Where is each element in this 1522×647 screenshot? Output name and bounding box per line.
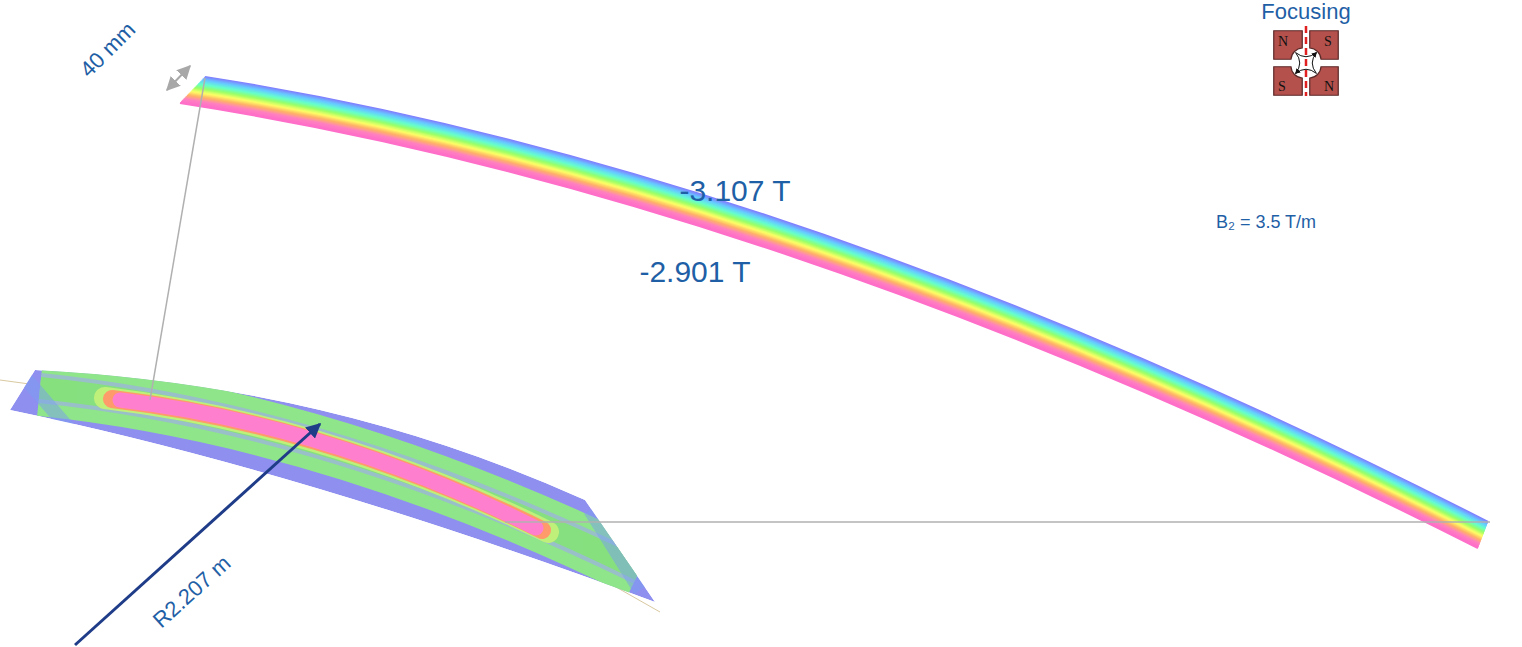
leader-line: [505, 521, 1490, 523]
icon-heading: Focusing: [1261, 0, 1350, 25]
radius-label: R2.207 m: [148, 551, 236, 634]
magnet-pole: N: [1309, 66, 1339, 96]
pole-letter: N: [1324, 80, 1334, 94]
pole-letter: N: [1278, 35, 1288, 49]
field-line-arrow: [1296, 69, 1317, 73]
field-value-label: -2.901 T: [639, 255, 750, 290]
leader-line: [150, 78, 205, 400]
field-value-label: B₂ = 3.5 T/m: [1216, 212, 1316, 233]
dimension-arrow: [167, 66, 190, 90]
field-value-label: -3.107 T: [679, 174, 790, 209]
magnet-pole: N: [1273, 30, 1303, 60]
magnet-pole: S: [1309, 30, 1339, 60]
field-line-arrow: [1312, 53, 1316, 74]
pole-letter: S: [1278, 80, 1286, 94]
radius-arrow: [75, 424, 320, 645]
field-line-arrow: [1296, 53, 1300, 74]
symmetry-line: [1305, 26, 1308, 96]
field-line-arrow: [1296, 53, 1317, 57]
pole-shape: [1273, 66, 1303, 96]
small-field-map: [10, 370, 655, 602]
pole-letter: S: [1324, 35, 1332, 49]
dimension-label: 40 mm: [75, 17, 140, 82]
magnet-pole: S: [1273, 66, 1303, 96]
large-field-band: [180, 77, 1488, 548]
